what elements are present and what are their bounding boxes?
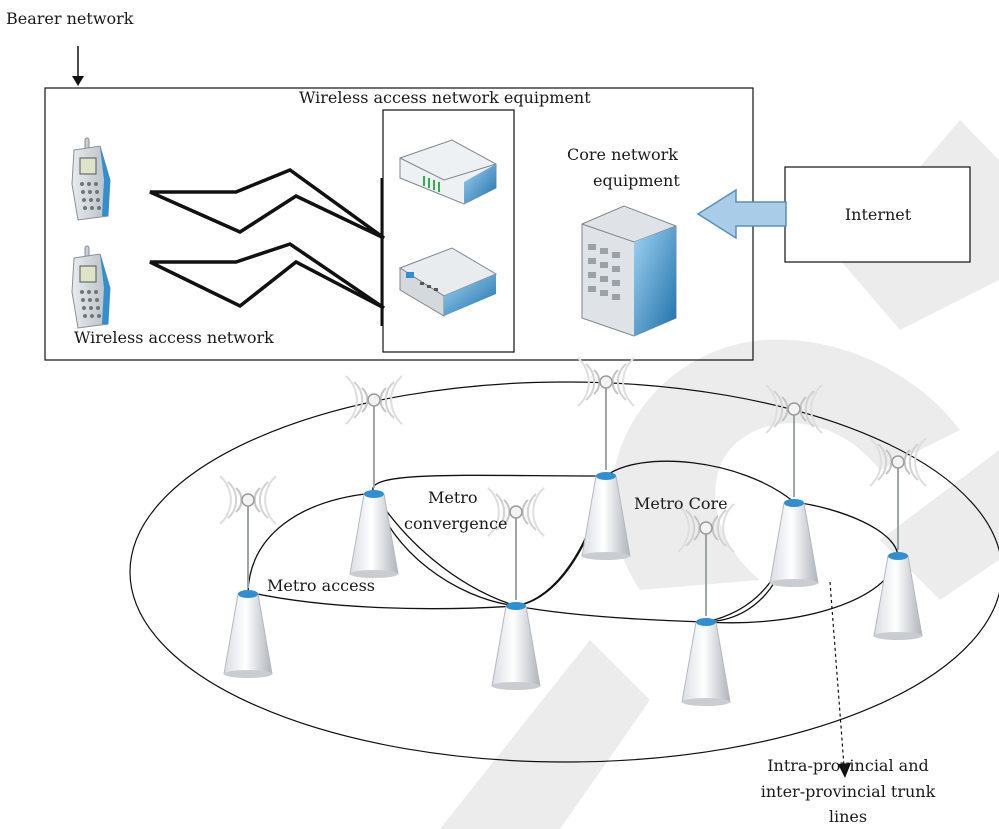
bearer-network-label: Bearer network — [6, 9, 134, 28]
switch-icon — [398, 247, 498, 317]
metro-access-ring — [247, 492, 517, 610]
internet-to-core-arrow — [696, 188, 787, 240]
metro-network-ellipse — [129, 381, 999, 763]
internet-label: Internet — [845, 205, 912, 224]
mobile-phone-icon — [71, 137, 111, 221]
core-equipment-label: equipment — [593, 171, 680, 190]
metro-core-label: Metro Core — [634, 494, 728, 513]
metro-convergence-ring — [372, 474, 607, 607]
trunk-lines-arrow — [829, 581, 845, 767]
mobile-phone-icon — [71, 245, 111, 329]
convergence-label: convergence — [404, 514, 508, 533]
metro-label: Metro — [428, 488, 478, 507]
wireless-link-upper — [149, 168, 386, 240]
metro-access-label: Metro access — [267, 576, 375, 595]
trunk-lines-label-2: inter-provincial trunk — [761, 782, 936, 801]
server-icon — [581, 205, 677, 337]
router-icon — [399, 139, 497, 205]
internet-box — [784, 166, 971, 263]
trunk-lines-label-3: lines — [829, 807, 867, 826]
core-network-label: Core network — [567, 145, 678, 164]
wireless-access-equipment-label: Wireless access network equipment — [299, 88, 591, 107]
wireless-link-lower — [149, 242, 385, 310]
wireless-access-network-label: Wireless access network — [74, 328, 274, 347]
trunk-lines-label-1: Intra-provincial and — [767, 756, 929, 775]
